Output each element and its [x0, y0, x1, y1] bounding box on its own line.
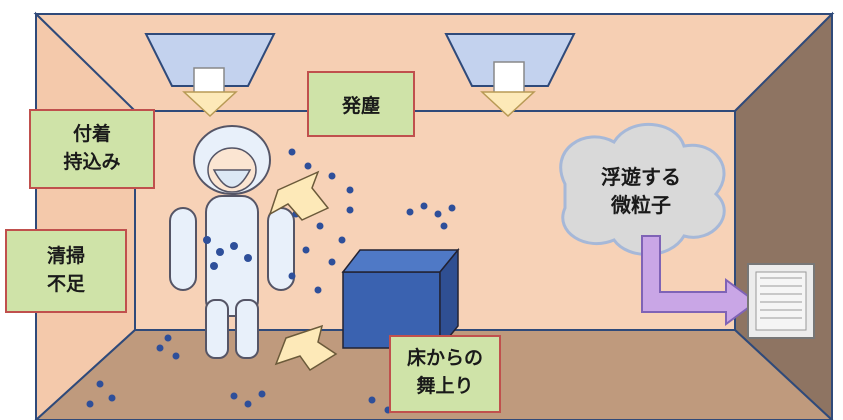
- floor-label-line2: 舞上り: [416, 374, 473, 397]
- floating-particles-cloud: 浮遊する 微粒子: [559, 122, 726, 256]
- adhesion-label-line2: 持込み: [63, 150, 120, 173]
- floating-label-line2: 微粒子: [610, 193, 671, 217]
- callout-adhesion: 付着 持込み: [29, 109, 155, 189]
- dust-generation-label: 発塵: [341, 94, 380, 117]
- floor-arrow: [274, 324, 338, 372]
- floating-label-line1: 浮遊する: [601, 165, 681, 189]
- exhaust-grille-icon: [747, 263, 815, 339]
- callout-floor: 床からの 舞上り: [389, 335, 501, 413]
- ceiling: [33, 13, 835, 112]
- particles: [86, 148, 456, 414]
- callout-cleaning: 清掃 不足: [5, 229, 127, 313]
- cleaning-label-line2: 不足: [47, 273, 86, 295]
- cleaning-label-line1: 清掃: [47, 244, 85, 267]
- exhaust-arrow: [641, 235, 758, 326]
- dust-arrow: [268, 170, 330, 221]
- callout-dust-generation: 発塵: [307, 71, 415, 137]
- ceiling-diffuser-right: [444, 33, 576, 118]
- cleanroom-worker-icon: [169, 125, 295, 359]
- floor-label-line1: 床からの: [407, 346, 483, 369]
- ceiling-diffuser-left: [144, 33, 276, 118]
- adhesion-label-line1: 付着: [73, 122, 111, 145]
- equipment-box-icon: [341, 247, 460, 351]
